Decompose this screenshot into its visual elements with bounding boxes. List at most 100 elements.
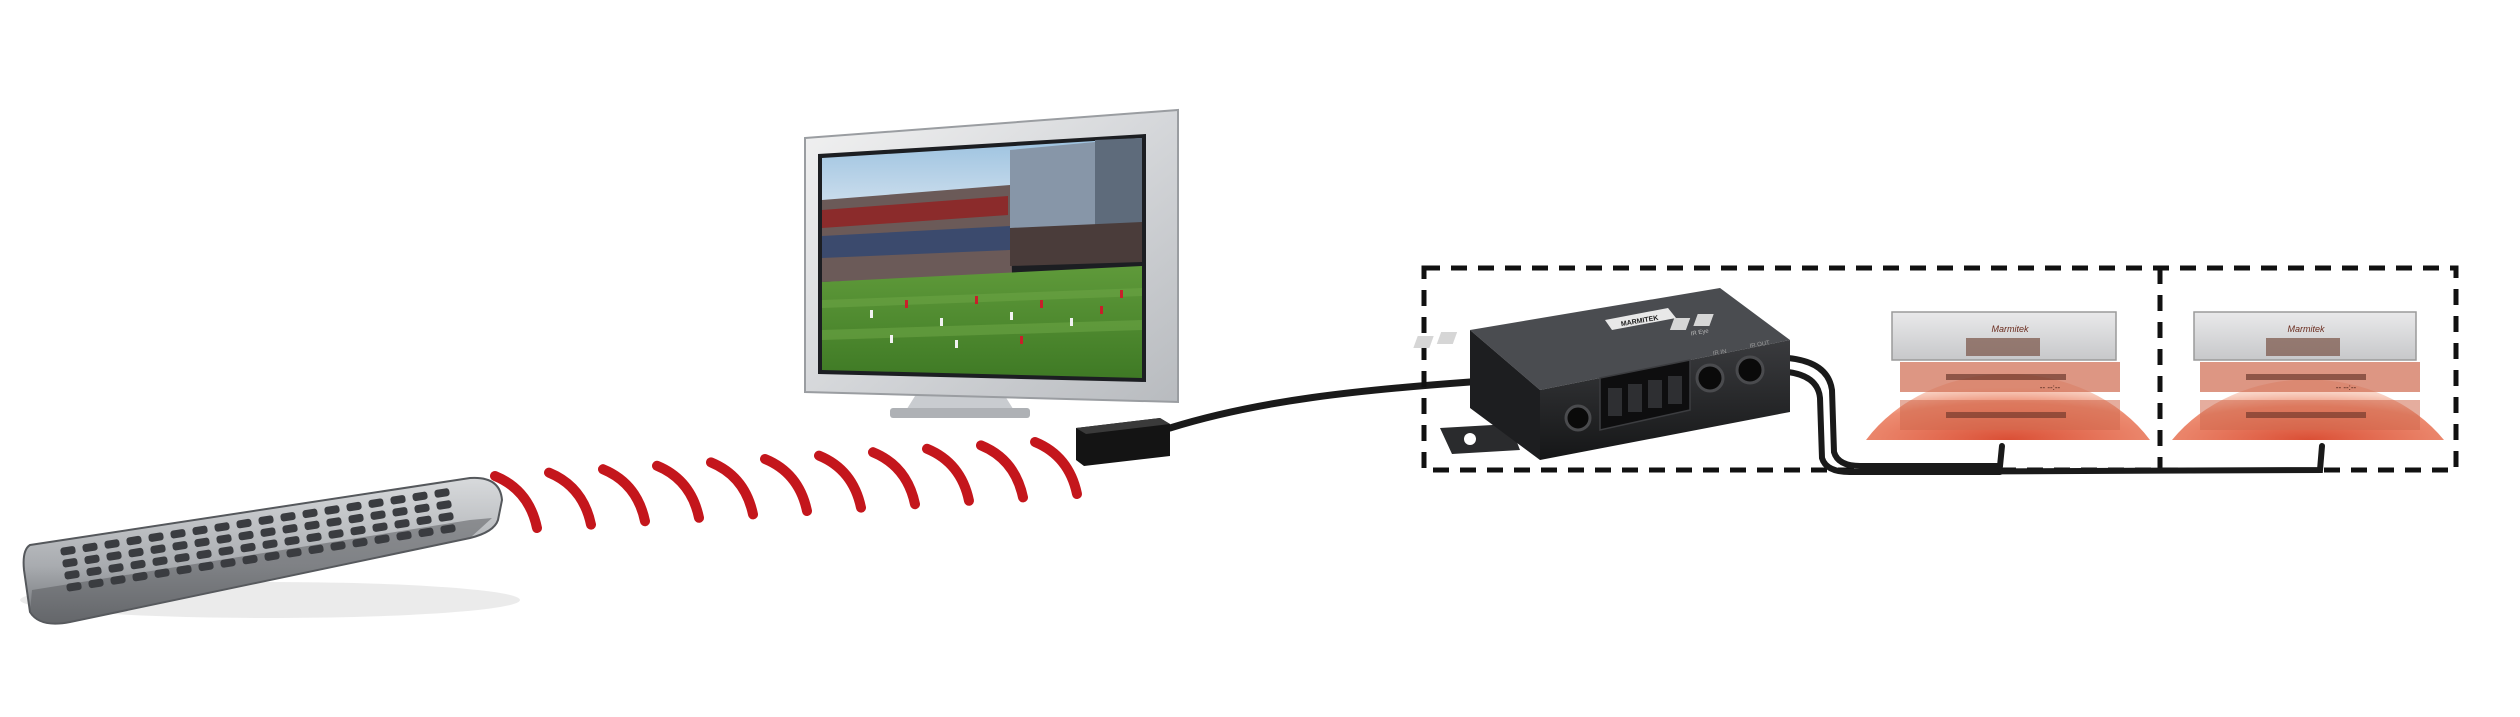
remote-button [194, 537, 210, 548]
remote-button [350, 525, 366, 536]
jack-out-1 [1695, 363, 1725, 393]
player [1120, 290, 1123, 298]
remote-button [62, 558, 78, 568]
remote-button [132, 571, 148, 582]
tv-screen [818, 134, 1146, 382]
player [890, 335, 893, 343]
remote-button [326, 517, 342, 527]
remote-button [220, 558, 236, 568]
player [1040, 300, 1043, 308]
remote-button [348, 513, 364, 524]
remote-button [372, 522, 388, 532]
dashed-boundary [1421, 265, 2459, 473]
receiver-model: IR Eye [1690, 328, 1709, 337]
ir-wave-arc [490, 471, 542, 533]
remote-button [346, 501, 362, 512]
receiver-port-in: IR IN [1713, 349, 1728, 357]
remote-button [416, 515, 432, 526]
remote-button [104, 539, 120, 549]
remote-button [392, 507, 408, 517]
player [1020, 336, 1023, 344]
receiver-port-out: IR OUT [1749, 340, 1770, 349]
ir-wave-arc [814, 450, 866, 513]
remote-button [88, 578, 104, 589]
sensor-cable [1166, 378, 1474, 432]
remote-button [198, 561, 214, 572]
remote-button [328, 529, 344, 539]
ir-sensor-icon [1076, 418, 1170, 466]
remote-button [174, 553, 190, 563]
remote-button [440, 524, 456, 534]
remote-button [126, 535, 142, 546]
player [1100, 306, 1103, 314]
remote-button [236, 518, 252, 529]
remote-button [196, 549, 212, 560]
ir-wave-arc [544, 467, 596, 530]
players [870, 290, 1123, 348]
remote-button [282, 524, 298, 534]
remote-button [330, 541, 346, 551]
remote-button [238, 530, 254, 541]
receiver-top [1470, 288, 1790, 390]
ir-signal-waves [490, 437, 1082, 533]
remote-button [438, 512, 454, 522]
remote-control-icon [20, 476, 520, 625]
remote-button [390, 495, 406, 505]
ir-wave-arc [1030, 437, 1082, 499]
ir-wave-arc [598, 464, 650, 527]
remote-button [192, 525, 208, 536]
flat-screen-tv-icon [804, 108, 1179, 418]
remote-button [258, 515, 274, 525]
device-2: Marmitek -- --:-- [2172, 311, 2444, 440]
remote-button [110, 575, 126, 585]
remote-button [302, 508, 318, 519]
ir-wave-arc [976, 440, 1028, 503]
jack-out-2 [1735, 355, 1765, 385]
remote-button [352, 537, 368, 548]
remote-button [82, 542, 98, 553]
ir-wave-arc [760, 454, 812, 516]
remote-button [86, 566, 102, 577]
emitter-cables [1785, 355, 2325, 475]
remote-button [304, 520, 320, 531]
remote-button [170, 529, 186, 539]
player [870, 310, 873, 318]
remote-button [418, 527, 434, 538]
ir-wave-arc [706, 457, 758, 520]
remote-button [434, 488, 450, 498]
remote-button [308, 544, 324, 555]
player [1070, 318, 1073, 326]
device-2-display: -- --:-- [2336, 383, 2357, 392]
device-2-brand: Marmitek [2287, 324, 2325, 334]
remote-button [396, 531, 412, 541]
ir-wave-arc [868, 447, 920, 510]
remote-button [368, 498, 384, 508]
remote-button [370, 510, 386, 520]
remote-button [108, 563, 124, 573]
remote-button [284, 536, 300, 546]
player [1010, 312, 1013, 320]
remote-button [306, 532, 322, 543]
device-1-display: -- --:-- [2040, 383, 2061, 392]
player [975, 296, 978, 304]
ir-repeater-box-icon: MARMITEK IR Eye IR IN IR OUT [1413, 288, 1790, 460]
remote-button [324, 505, 340, 515]
mounting-bracket [1440, 424, 1520, 454]
player [955, 340, 958, 348]
remote-button [374, 534, 390, 544]
remote-button [280, 512, 296, 522]
ir-wave-arc [922, 443, 974, 506]
remote-button [286, 548, 302, 558]
remote-button [148, 532, 164, 542]
remote-button [64, 570, 80, 580]
remote-button [436, 500, 452, 510]
remote-button [84, 554, 100, 565]
remote-button [60, 546, 76, 556]
av-device-icon [2193, 311, 2420, 430]
remote-button [150, 544, 166, 554]
av-device-icon [1891, 311, 2120, 430]
remote-buttons [60, 488, 456, 592]
remote-button [394, 519, 410, 529]
device-1-brand: Marmitek [1991, 324, 2029, 334]
